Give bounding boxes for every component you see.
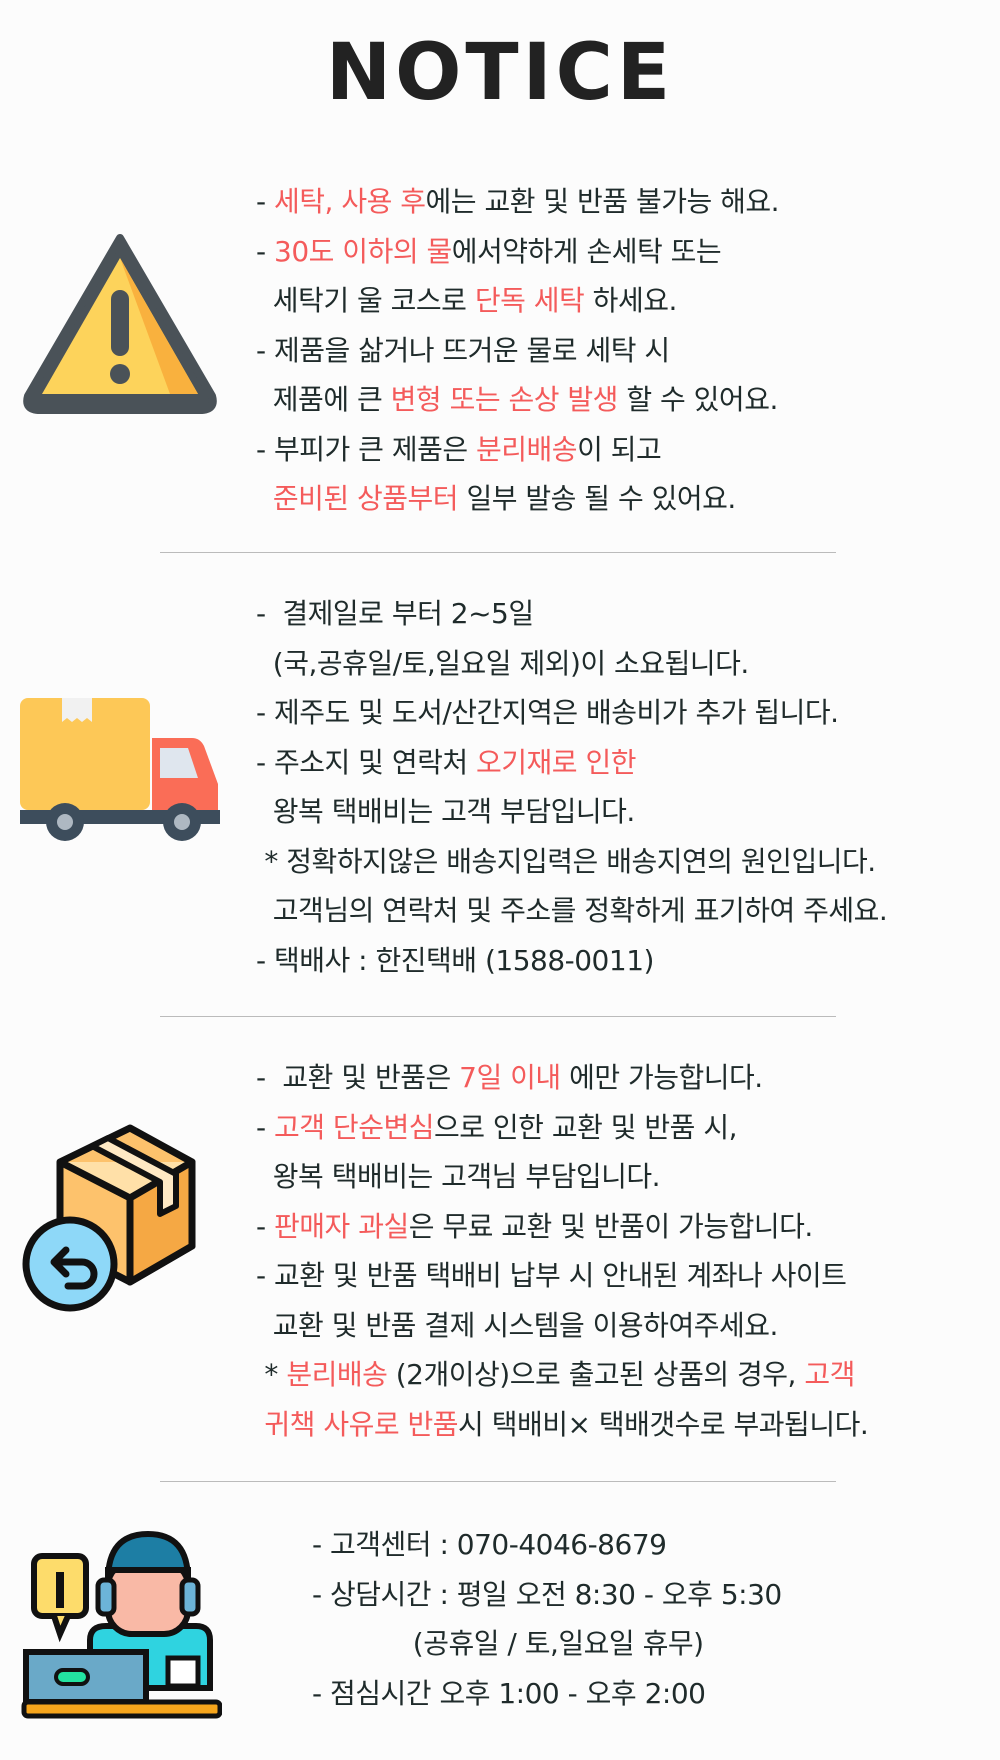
notice-text: 으로 인한 교환 및 반품 시,	[433, 1110, 738, 1144]
notice-line: - 주소지 및 연락처 오기재로 인한	[256, 738, 887, 788]
notice-text: 에서약하게 손세탁 또는	[451, 234, 722, 268]
notice-line: - 택배사 : 한진택배 (1588-0011)	[256, 936, 887, 986]
notice-text: -	[256, 1110, 275, 1144]
box-return-icon	[22, 1124, 196, 1312]
notice-text: 고객님의 연락처 및 주소를 정확하게 표기하여 주세요.	[256, 894, 888, 927]
page-title: NOTICE	[325, 28, 675, 118]
notice-line: - 결제일로 부터 2~5일	[256, 589, 887, 639]
customer-service-agent-icon	[21, 1530, 222, 1719]
divider	[160, 1016, 836, 1017]
notice-text: 일부 발송 될 수 있어요.	[458, 482, 736, 515]
highlighted-text: 판매자 과실	[274, 1209, 409, 1243]
highlighted-text: 준비된 상품부터	[272, 482, 459, 515]
notice-line: (공휴일 / 토,일요일 휴무)	[312, 1619, 782, 1669]
notice-line: - 판매자 과실은 무료 교환 및 반품이 가능합니다.	[256, 1202, 868, 1252]
notice-line: 귀책 사유로 반품시 택배비× 택배갯수로 부과됩니다.	[256, 1400, 868, 1450]
notice-text: 세탁기 울 코스로	[256, 284, 475, 317]
notice-text: 왕복 택배비는 고객 부담입니다.	[256, 795, 635, 828]
notice-line: * 정확하지않은 배송지입력은 배송지연의 원인입니다.	[256, 837, 887, 887]
notice-text	[256, 482, 273, 515]
notice-text: 시 택배비× 택배갯수로 부과됩니다.	[458, 1407, 869, 1441]
notice-line: - 점심시간 오후 1:00 - 오후 2:00	[312, 1669, 782, 1719]
highlighted-text: 단독 세탁	[474, 284, 585, 317]
notice-text: (국,공휴일/토,일요일 제외)이 소요됩니다.	[256, 646, 749, 680]
notice-line: - 부피가 큰 제품은 분리배송이 되고	[256, 425, 779, 475]
notice-line: - 교환 및 반품은 7일 이내 에만 가능합니다.	[256, 1053, 868, 1103]
notice-text: - 교환 및 반품은	[256, 1061, 460, 1094]
care-notice-section: - 세탁, 사용 후에는 교환 및 반품 불가능 해요.- 30도 이하의 물에…	[256, 177, 780, 524]
highlighted-text: 세탁, 사용 후	[274, 185, 426, 218]
notice-line: 왕복 택배비는 고객님 부담입니다.	[256, 1152, 868, 1202]
notice-line: - 제품을 삶거나 뜨거운 물로 세탁 시	[256, 326, 779, 376]
highlighted-text: 고객	[804, 1358, 855, 1391]
highlighted-text: 고객 단순변심	[274, 1110, 434, 1144]
notice-text: - 택배사 : 한진택배 (1588-0011)	[256, 943, 654, 977]
notice-line: 준비된 상품부터 일부 발송 될 수 있어요.	[256, 474, 779, 524]
notice-line: 왕복 택배비는 고객 부담입니다.	[256, 787, 887, 837]
notice-line: 제품에 큰 변형 또는 손상 발생 할 수 있어요.	[256, 375, 779, 425]
notice-text: -	[256, 1209, 275, 1243]
notice-line: - 세탁, 사용 후에는 교환 및 반품 불가능 해요.	[256, 177, 780, 227]
divider	[160, 1481, 836, 1482]
customer-center-section: - 고객센터 : 070-4046-8679 - 상담시간 : 평일 오전 8:3…	[312, 1520, 782, 1718]
notice-line: - 교환 및 반품 택배비 납부 시 안내된 계좌나 사이트	[256, 1251, 868, 1301]
notice-text: - 상담시간 : 평일 오전 8:30 - 오후 5:30	[312, 1577, 782, 1611]
notice-text: - 고객센터 : 070-4046-8679	[312, 1528, 667, 1561]
warning-icon	[23, 234, 217, 414]
notice-text: 제품에 큰	[256, 383, 391, 416]
highlighted-text: 30도 이하의 물	[274, 234, 452, 268]
highlighted-text: 분리배송	[286, 1358, 388, 1391]
notice-text: * 정확하지않은 배송지입력은 배송지연의 원인입니다.	[256, 844, 876, 878]
notice-text: 이 되고	[577, 432, 662, 466]
notice-line: 교환 및 반품 결제 시스템을 이용하여주세요.	[256, 1301, 868, 1351]
notice-text: - 결제일로 부터 2~5일	[256, 597, 534, 630]
notice-text: 에는 교환 및 반품 불가능 해요.	[425, 185, 780, 218]
notice-text: 왕복 택배비는 고객님 부담입니다.	[256, 1160, 661, 1193]
notice-text: *	[256, 1358, 287, 1391]
delivery-notice-section: - 결제일로 부터 2~5일 (국,공휴일/토,일요일 제외)이 소요됩니다. -…	[256, 589, 888, 986]
notice-text: 하세요.	[584, 284, 678, 317]
exchange-return-section: - 교환 및 반품은 7일 이내 에만 가능합니다.- 고객 단순변심으로 인한…	[256, 1053, 869, 1450]
highlighted-text: 분리배송	[476, 432, 578, 466]
notice-text: 은 무료 교환 및 반품이 가능합니다.	[408, 1209, 814, 1243]
notice-text: (공휴일 / 토,일요일 휴무)	[312, 1627, 704, 1660]
notice-line: - 상담시간 : 평일 오전 8:30 - 오후 5:30	[312, 1570, 782, 1620]
notice-line: - 30도 이하의 물에서약하게 손세탁 또는	[256, 227, 779, 277]
notice-text: -	[256, 234, 275, 268]
notice-text: 할 수 있어요.	[617, 383, 778, 416]
notice-text: - 교환 및 반품 택배비 납부 시 안내된 계좌나 사이트	[256, 1259, 847, 1292]
notice-text: (2개이상)으로 출고된 상품의 경우,	[387, 1358, 805, 1391]
delivery-truck-icon	[20, 698, 220, 841]
notice-line: - 고객 단순변심으로 인한 교환 및 반품 시,	[256, 1103, 868, 1153]
notice-text: 에만 가능합니다.	[560, 1061, 763, 1094]
notice-line: 고객님의 연락처 및 주소를 정확하게 표기하여 주세요.	[256, 886, 888, 936]
highlighted-text: 귀책 사유로 반품	[264, 1407, 459, 1441]
highlighted-text: 변형 또는 손상 발생	[390, 383, 619, 416]
divider	[160, 552, 836, 553]
notice-text: - 제주도 및 도서/산간지역은 배송비가 추가 됩니다.	[256, 696, 839, 729]
notice-text: -	[256, 185, 275, 218]
notice-text: - 제품을 삶거나 뜨거운 물로 세탁 시	[256, 333, 670, 367]
notice-text: - 부피가 큰 제품은	[256, 432, 477, 466]
notice-text: - 점심시간 오후 1:00 - 오후 2:00	[312, 1676, 706, 1710]
notice-text: - 주소지 및 연락처	[256, 745, 477, 779]
highlighted-text: 7일 이내	[459, 1061, 561, 1094]
notice-line: * 분리배송 (2개이상)으로 출고된 상품의 경우, 고객	[256, 1350, 868, 1400]
notice-line: (국,공휴일/토,일요일 제외)이 소요됩니다.	[256, 639, 887, 689]
highlighted-text: 오기재로 인한	[476, 745, 636, 779]
notice-text: 교환 및 반품 결제 시스템을 이용하여주세요.	[256, 1308, 779, 1342]
notice-line: - 고객센터 : 070-4046-8679	[312, 1520, 782, 1570]
notice-line: 세탁기 울 코스로 단독 세탁 하세요.	[256, 276, 779, 326]
notice-line: - 제주도 및 도서/산간지역은 배송비가 추가 됩니다.	[256, 688, 887, 738]
